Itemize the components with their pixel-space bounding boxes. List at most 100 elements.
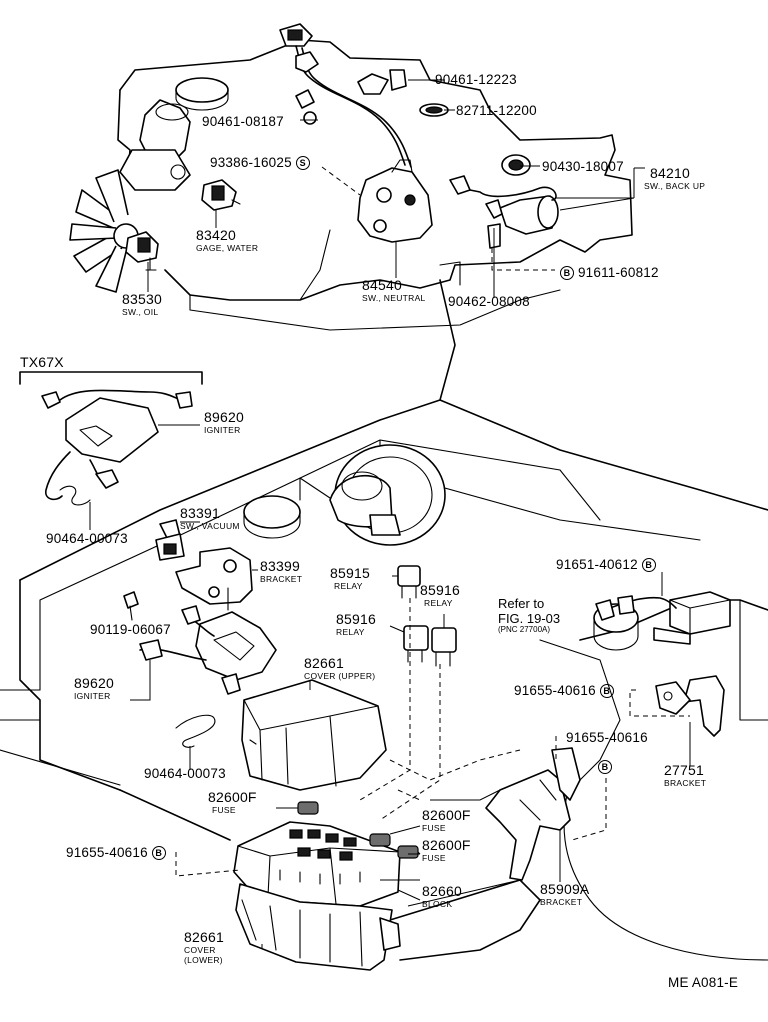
part-90461-12223-label: 90461-12223 <box>435 72 517 87</box>
clip-90464-lower-part <box>175 714 216 770</box>
part-85915-desc: RELAY <box>334 581 363 591</box>
part-90464-00073-lower-label: 90464-00073 <box>144 766 226 781</box>
part-85916-b-label: 85916 <box>336 611 376 627</box>
part-84210-callout: 84210 SW., BACK UP <box>644 165 705 191</box>
part-85909a-desc: BRACKET <box>540 897 583 907</box>
part-83391-label: 83391 <box>180 505 220 521</box>
part-83420-desc: GAGE, WATER <box>196 243 259 253</box>
engine-assembly <box>69 23 645 331</box>
relay-85916-a-part <box>431 614 457 667</box>
part-27751-desc: BRACKET <box>664 778 707 788</box>
part-85909a-label: 85909A <box>540 881 590 897</box>
part-82660-desc: BLOCK <box>422 899 453 909</box>
part-89620-upper-desc: IGNITER <box>204 425 241 435</box>
part-93386-16025-label: 93386-16025 S <box>210 156 310 170</box>
back-up-switch-part <box>449 154 559 249</box>
part-83399-desc: BRACKET <box>260 574 303 584</box>
part-83530-callout: 83530 SW., OIL <box>122 292 162 317</box>
part-84210-label: 84210 <box>650 165 690 181</box>
part-82600f-lower-desc: FUSE <box>422 853 446 863</box>
part-85909a-callout: 85909A BRACKET <box>540 882 589 907</box>
part-89620-upper-callout: 89620 IGNITER <box>204 410 244 435</box>
sub-assembly-b-marker: B <box>151 846 166 860</box>
part-27751-label: 27751 <box>664 762 704 778</box>
part-90119-06067-label: 90119-06067 <box>90 622 171 637</box>
part-82661-lower-desc2: (LOWER) <box>184 954 223 965</box>
part-83420-callout: 83420 GAGE, WATER <box>196 228 258 253</box>
cover-lower-part <box>235 883 401 971</box>
part-82660-callout: 82660 BLOCK <box>422 884 462 909</box>
part-91655-40616-b-label: 91655-40616 <box>566 730 648 745</box>
water-gage-part <box>201 179 241 211</box>
part-90461-08187-label: 90461-08187 <box>202 114 284 129</box>
wire-harness-top <box>279 23 412 168</box>
part-83391-desc: SW., VACUUM <box>180 521 240 531</box>
part-91611-60812-label: B 91611-60812 <box>560 266 659 280</box>
part-84540-desc: SW., NEUTRAL <box>362 293 426 303</box>
part-82711-12200-label: 82711-12200 <box>456 103 537 118</box>
part-83530-label: 83530 <box>122 291 162 307</box>
reference-line3: (PNC 27700A) <box>498 625 551 634</box>
part-85916-b-desc: RELAY <box>336 627 365 637</box>
relay-with-harness-part <box>595 572 731 645</box>
part-89620-lower-desc: IGNITER <box>74 691 111 701</box>
part-82661-lower-callout: 82661 COVER (LOWER) <box>184 930 224 964</box>
vacuum-switch-part <box>155 519 200 561</box>
relay-85916-b-part <box>389 625 429 663</box>
part-27751-callout: 27751 BRACKET <box>664 763 706 788</box>
drawing-code-label: ME A081-E <box>668 975 739 990</box>
part-90430-18007-label: 90430-18007 <box>542 159 624 174</box>
part-82660-label: 82660 <box>422 883 462 899</box>
fuse-82600f-upper-part <box>276 801 319 815</box>
sub-assembly-s-marker: S <box>295 156 310 170</box>
fuse-block-part <box>233 821 421 907</box>
part-83399-callout: 83399 BRACKET <box>260 559 302 584</box>
part-82661-lower-label: 82661 <box>184 929 224 945</box>
part-85916-b-callout: 85916 RELAY <box>336 612 376 637</box>
part-89620-lower-label: 89620 <box>74 675 114 691</box>
variant-tx67x-label: TX67X <box>20 354 64 370</box>
part-83420-label: 83420 <box>196 227 236 243</box>
sub-assembly-b-marker: B <box>599 684 614 698</box>
part-91655-40616-a-label: 91655-40616 B <box>514 684 614 698</box>
part-84540-callout: 84540 SW., NEUTRAL <box>362 278 426 303</box>
reference-line2: FIG. 19-03 <box>498 611 561 626</box>
igniter-lower-part <box>130 605 277 701</box>
part-91655-40616-c-label: 91655-40616 B <box>66 846 166 860</box>
part-85915-callout: 85915 RELAY <box>330 566 370 591</box>
part-83391-callout: 83391 SW., VACUUM <box>180 506 240 531</box>
part-89620-lower-callout: 89620 IGNITER <box>74 676 114 701</box>
relay-85915-part <box>392 565 421 599</box>
grommet-part <box>419 103 449 117</box>
part-90462-08008-label: 90462-08008 <box>448 294 530 309</box>
part-82600f-lower-label: 82600F <box>422 837 471 853</box>
reference-fig-19-03: Refer to FIG. 19-03 (PNC 27700A) <box>498 597 560 634</box>
part-82600f-upper-desc: FUSE <box>212 805 236 815</box>
part-82661-lower-desc1: COVER <box>184 945 216 955</box>
part-82600f-upper-callout: 82600F FUSE <box>208 790 257 815</box>
part-84210-desc: SW., BACK UP <box>644 181 706 191</box>
part-82600f-mid-desc: FUSE <box>422 823 446 833</box>
part-82600f-mid-label: 82600F <box>422 807 471 823</box>
tx67x-variant-group <box>19 371 203 530</box>
part-83530-desc: SW., OIL <box>122 307 159 317</box>
part-82661-upper-label: 82661 <box>304 655 344 671</box>
fuse-82600f-mid-part <box>369 825 421 847</box>
engine-bay-body <box>0 279 768 961</box>
part-85916-a-desc: RELAY <box>424 598 453 608</box>
part-82661-upper-desc: COVER (UPPER) <box>304 671 376 681</box>
bracket-85909a-part <box>485 736 607 882</box>
bolt-90119-part <box>123 591 139 621</box>
part-85916-a-callout: 85916 RELAY <box>420 583 460 608</box>
cooling-fan <box>69 169 139 293</box>
part-82600f-mid-callout: 82600F FUSE <box>422 808 471 833</box>
part-90464-00073-upper-label: 90464-00073 <box>46 531 128 546</box>
part-82600f-lower-callout: 82600F FUSE <box>422 838 471 863</box>
reference-line1: Refer to <box>498 596 545 611</box>
part-82661-upper-callout: 82661 COVER (UPPER) <box>304 656 375 681</box>
sub-assembly-b-marker-solo: B <box>598 760 612 774</box>
cover-upper-part <box>241 679 387 791</box>
fuse-82600f-lower-part <box>397 845 421 859</box>
oil-switch-part <box>125 231 159 271</box>
